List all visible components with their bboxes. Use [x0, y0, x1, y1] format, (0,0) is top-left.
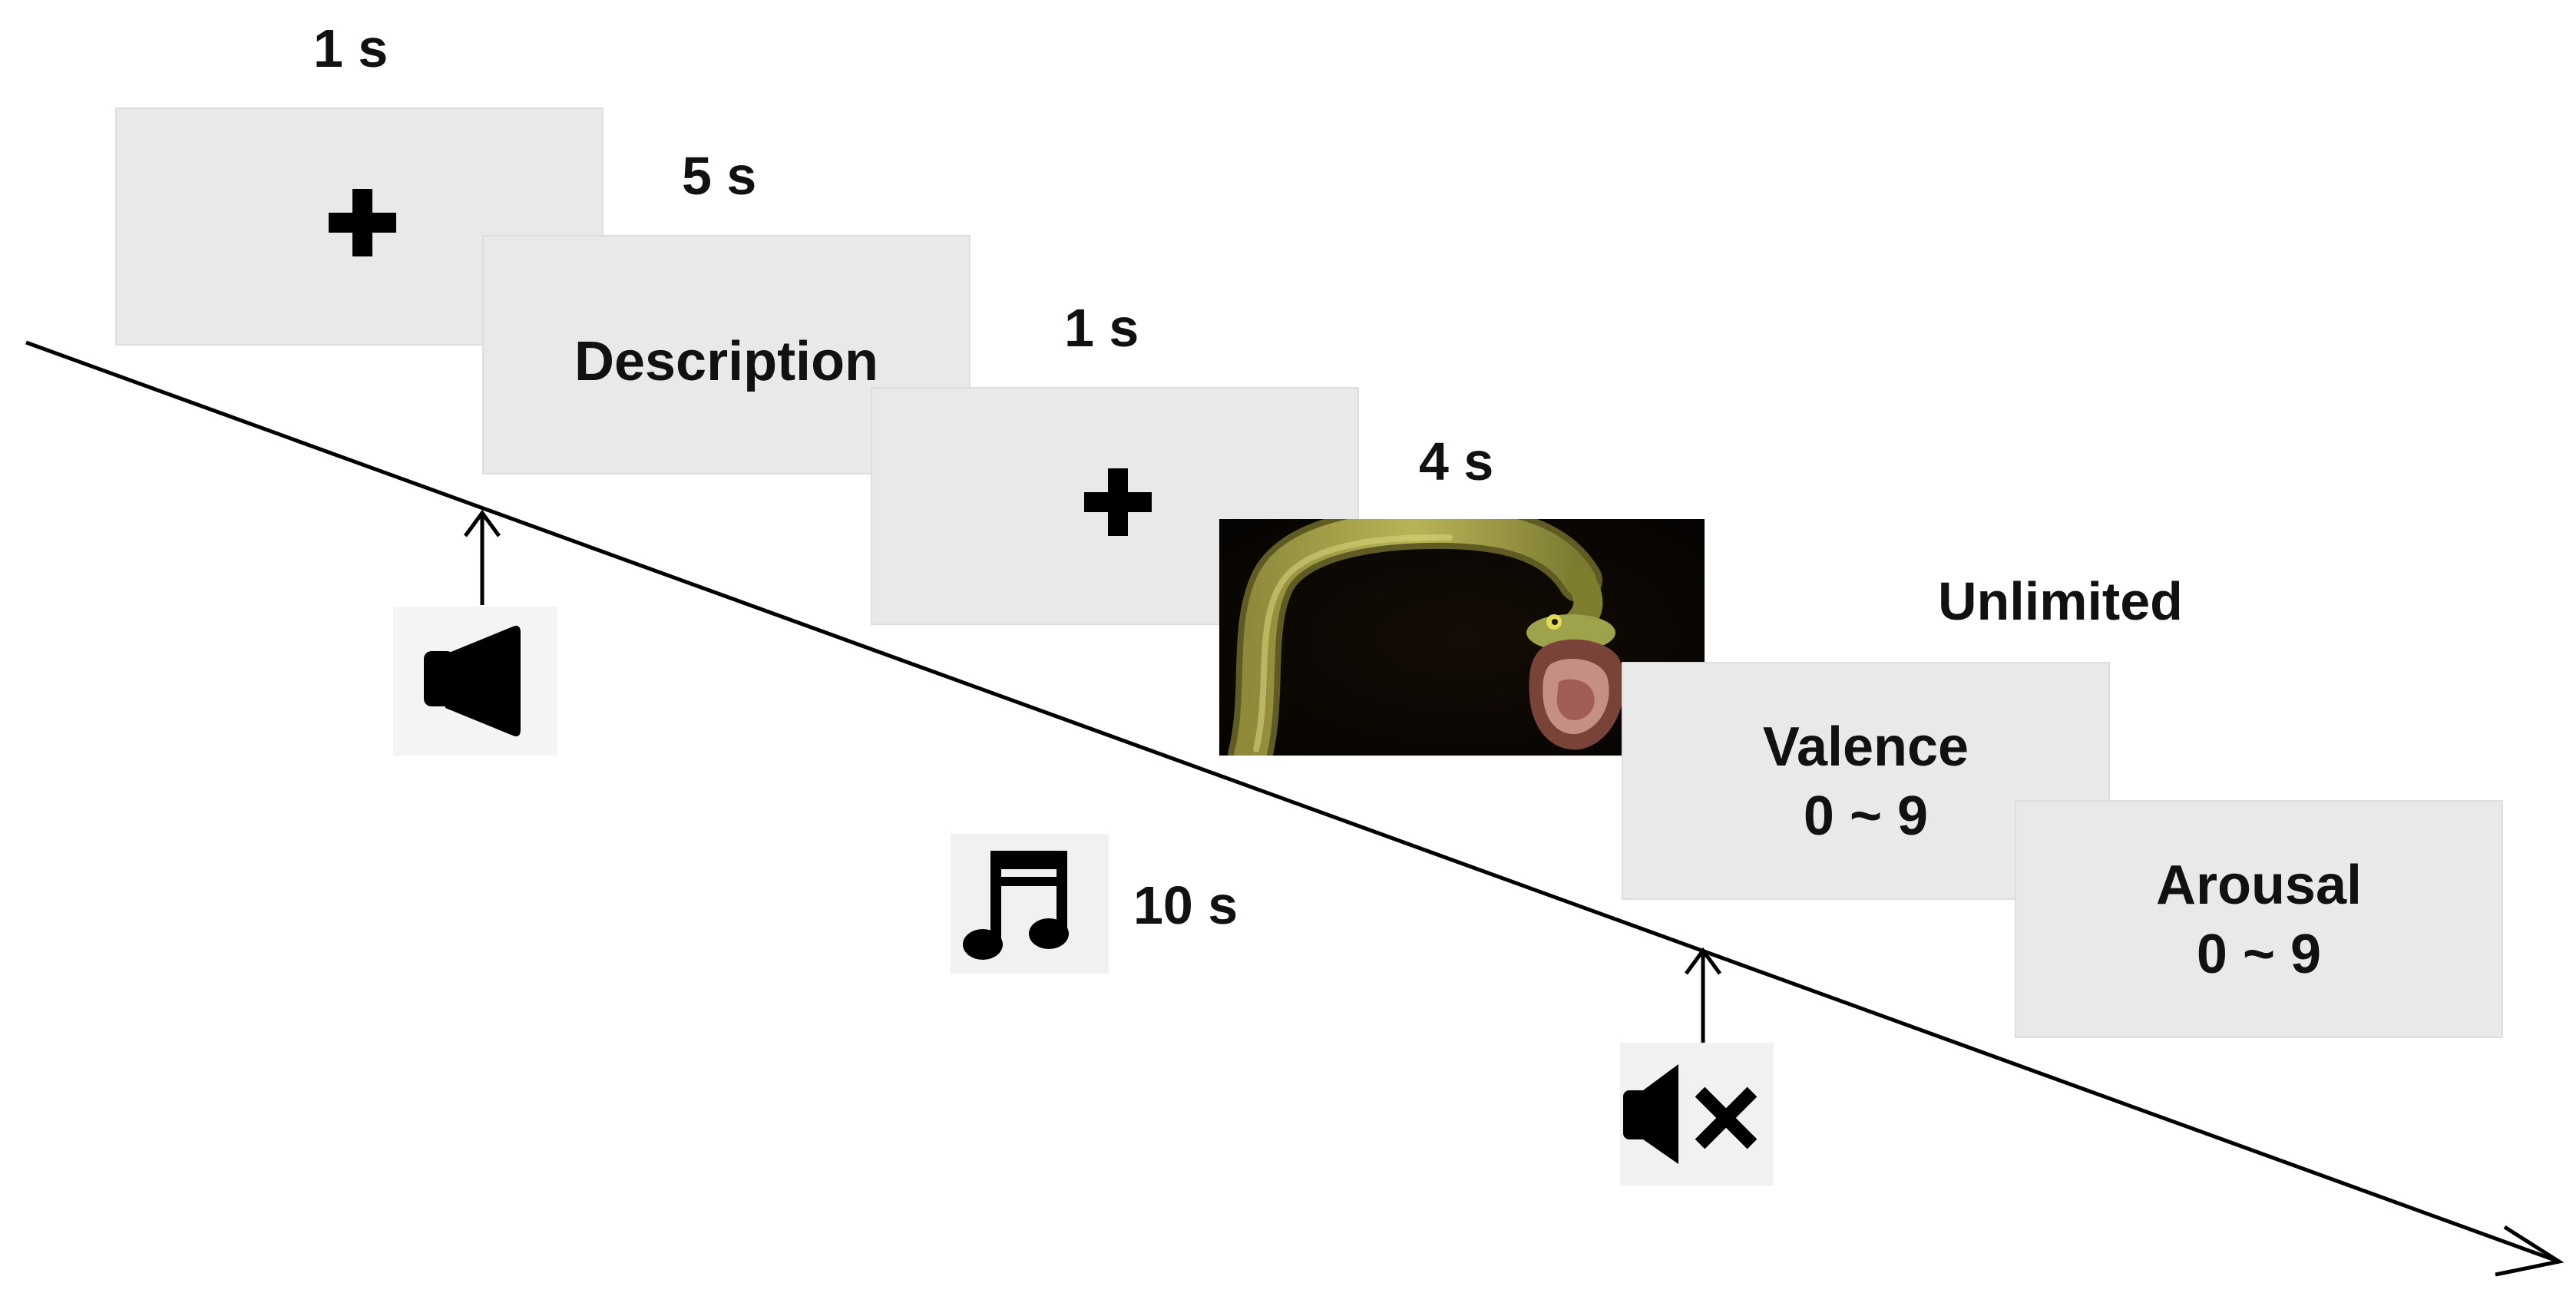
speaker-mute-icon	[1620, 1043, 1774, 1186]
image-duration-label: 4 s	[1419, 432, 1494, 491]
timeline-arrow	[25, 340, 2558, 1263]
fixation-screen-1	[115, 107, 603, 346]
arousal-range: 0 ~ 9	[2196, 924, 2322, 985]
speaker-icon	[393, 607, 557, 756]
timeline-arrowhead	[2495, 1225, 2564, 1277]
fixation-cross-vertical	[352, 189, 372, 256]
mute-pointer-arrowhead	[1684, 947, 1722, 975]
arousal-rating-screen: Arousal 0 ~ 9	[2015, 800, 2503, 1038]
stimulus-image	[1219, 519, 1705, 756]
description-text: Description	[574, 331, 879, 392]
snake-photo	[1219, 519, 1705, 756]
fixation1-duration-label: 1 s	[313, 18, 389, 78]
music-duration-label: 10 s	[1133, 875, 1238, 935]
description-duration-label: 5 s	[682, 146, 757, 206]
rating-duration-label: Unlimited	[1938, 571, 2183, 631]
valence-range: 0 ~ 9	[1803, 785, 1929, 847]
music-note-icon	[951, 834, 1109, 974]
arousal-title: Arousal	[2155, 855, 2363, 916]
fixation-cross-vertical	[1108, 468, 1128, 536]
fixation2-duration-label: 1 s	[1064, 298, 1139, 358]
speaker-pointer-arrowhead	[463, 509, 501, 537]
valence-title: Valence	[1762, 716, 1969, 778]
